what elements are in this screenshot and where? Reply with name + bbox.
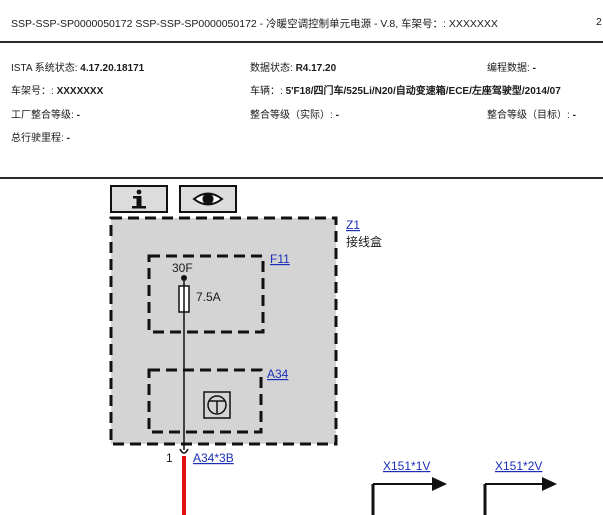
total-mileage: 总行驶里程: -: [11, 133, 70, 144]
fuse-terminal-node: [181, 275, 187, 281]
data-status: 数据状态: R4.17.20: [250, 63, 337, 74]
target-integration-level: 整合等级（目标）: -: [487, 110, 576, 121]
info-icon: [132, 189, 146, 209]
page-number: 2: [596, 16, 602, 28]
ista-status: ISTA 系统状态: 4.17.20.18171: [11, 63, 145, 74]
fuse-link[interactable]: F11: [270, 252, 290, 266]
view-button[interactable]: [179, 185, 237, 213]
header-divider: [0, 41, 603, 43]
fuse-terminal-label: 30F: [172, 261, 193, 275]
info-button[interactable]: [110, 185, 168, 213]
fuse-rating: 7.5A: [196, 290, 221, 304]
connector-a-link[interactable]: X151*1V: [383, 459, 430, 473]
relay-box: [147, 368, 263, 434]
connector-link[interactable]: A34*3B: [193, 451, 234, 465]
fuse-box: [147, 254, 265, 334]
actual-integration-level: 整合等级（实际）: -: [250, 110, 339, 121]
pin-number: 1: [166, 451, 173, 465]
document-title: SSP-SSP-SP0000050172 SSP-SSP-SP000005017…: [11, 18, 498, 30]
connector-pin-symbol: [179, 448, 189, 454]
vin: 车架号：: XXXXXXX: [11, 86, 104, 97]
info-divider: [0, 177, 603, 179]
vehicle: 车辆：: 5'F18/四门车/525Li/N20/自动变速箱/ECE/左座驾驶型…: [250, 86, 561, 97]
programming-data: 编程数据: -: [487, 63, 536, 74]
relay-icon: [203, 391, 231, 419]
connector-b-link[interactable]: X151*2V: [495, 459, 542, 473]
eye-icon: [192, 192, 224, 206]
relay-link[interactable]: A34: [267, 367, 289, 381]
factory-integration-level: 工厂整合等级: -: [11, 110, 80, 121]
connector-a-arrow-icon: [371, 477, 447, 515]
connector-b-arrow-icon: [483, 477, 557, 515]
junction-box-link[interactable]: Z1: [346, 218, 360, 232]
junction-box-label: 接线盒: [346, 234, 382, 249]
